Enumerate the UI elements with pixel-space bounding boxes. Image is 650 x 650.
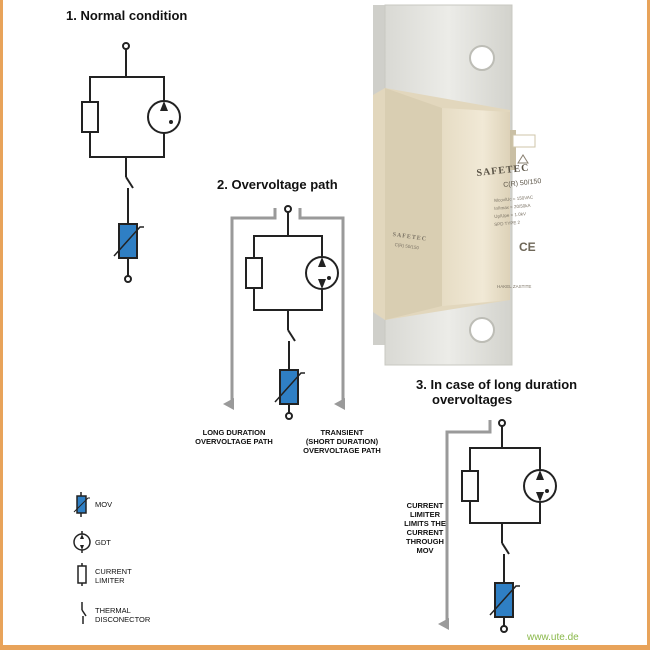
- current-limiter-resistor: [81, 101, 99, 133]
- diagram-long-duration: [438, 419, 557, 633]
- label-current-limiter-line: CURRENT: [406, 528, 444, 537]
- heading-normal-condition: 1. Normal condition: [66, 8, 188, 23]
- warning-icon: [517, 154, 529, 164]
- label-long-duration-line: LONG DURATION: [202, 428, 266, 437]
- legend-thermal-disconnector-line: DISCONECTOR: [95, 615, 151, 624]
- legend-current-limiter: CURRENT LIMITER: [95, 567, 132, 585]
- legend-gdt: GDT: [95, 538, 111, 547]
- watermark-ute: www.ute.de: [527, 632, 579, 643]
- label-current-limiter-line: CURRENT: [406, 501, 444, 510]
- legend-mov: MOV: [95, 500, 113, 509]
- label-long-duration-line: OVERVOLTAGE PATH: [195, 437, 273, 446]
- diagram-overvoltage-path: [223, 205, 345, 420]
- legend-thermal-disconnector-line: THERMAL: [95, 606, 131, 615]
- transient-path-arrow: [298, 208, 345, 410]
- diagram-normal-condition: [81, 42, 181, 283]
- label-transient-line: OVERVOLTAGE PATH: [303, 446, 381, 455]
- status-window: [512, 134, 536, 148]
- label-current-limiter-note: CURRENT LIMITER LIMITS THE CURRENT THROU…: [398, 501, 452, 555]
- legend-thermal-disconnector: THERMAL DISCONECTOR: [95, 606, 150, 624]
- device-ce-mark: CE: [519, 240, 536, 254]
- label-long-duration-path: LONG DURATION OVERVOLTAGE PATH: [189, 428, 279, 446]
- heading-long-duration-line2: overvoltages: [432, 392, 513, 407]
- thermal-disconnector-switch: [125, 176, 134, 189]
- legend-symbols: [73, 492, 91, 624]
- label-transient-path: TRANSIENT (SHORT DURATION) OVERVOLTAGE P…: [297, 428, 387, 455]
- heading-overvoltage-path: 2. Overvoltage path: [217, 177, 338, 192]
- label-transient-line: TRANSIENT: [320, 428, 364, 437]
- long-duration-path-arrow: [223, 208, 277, 410]
- heading-long-duration-line1: 3. In case of long duration: [416, 377, 578, 392]
- label-current-limiter-line: MOV: [416, 546, 434, 555]
- limited-current-arrow: [438, 420, 492, 630]
- legend-current-limiter-line: LIMITER: [95, 576, 125, 585]
- label-transient-line: (SHORT DURATION): [305, 437, 379, 446]
- label-current-limiter-line: THROUGH: [406, 537, 444, 546]
- label-current-limiter-line: LIMITER: [410, 510, 440, 519]
- legend-current-limiter-line: CURRENT: [95, 567, 132, 576]
- surge-protector-device: [373, 4, 536, 366]
- device-maker: HAKEL ZASTITE: [497, 284, 532, 289]
- page-frame-bottom: [0, 645, 650, 650]
- label-current-limiter-line: LIMITS THE: [404, 519, 446, 528]
